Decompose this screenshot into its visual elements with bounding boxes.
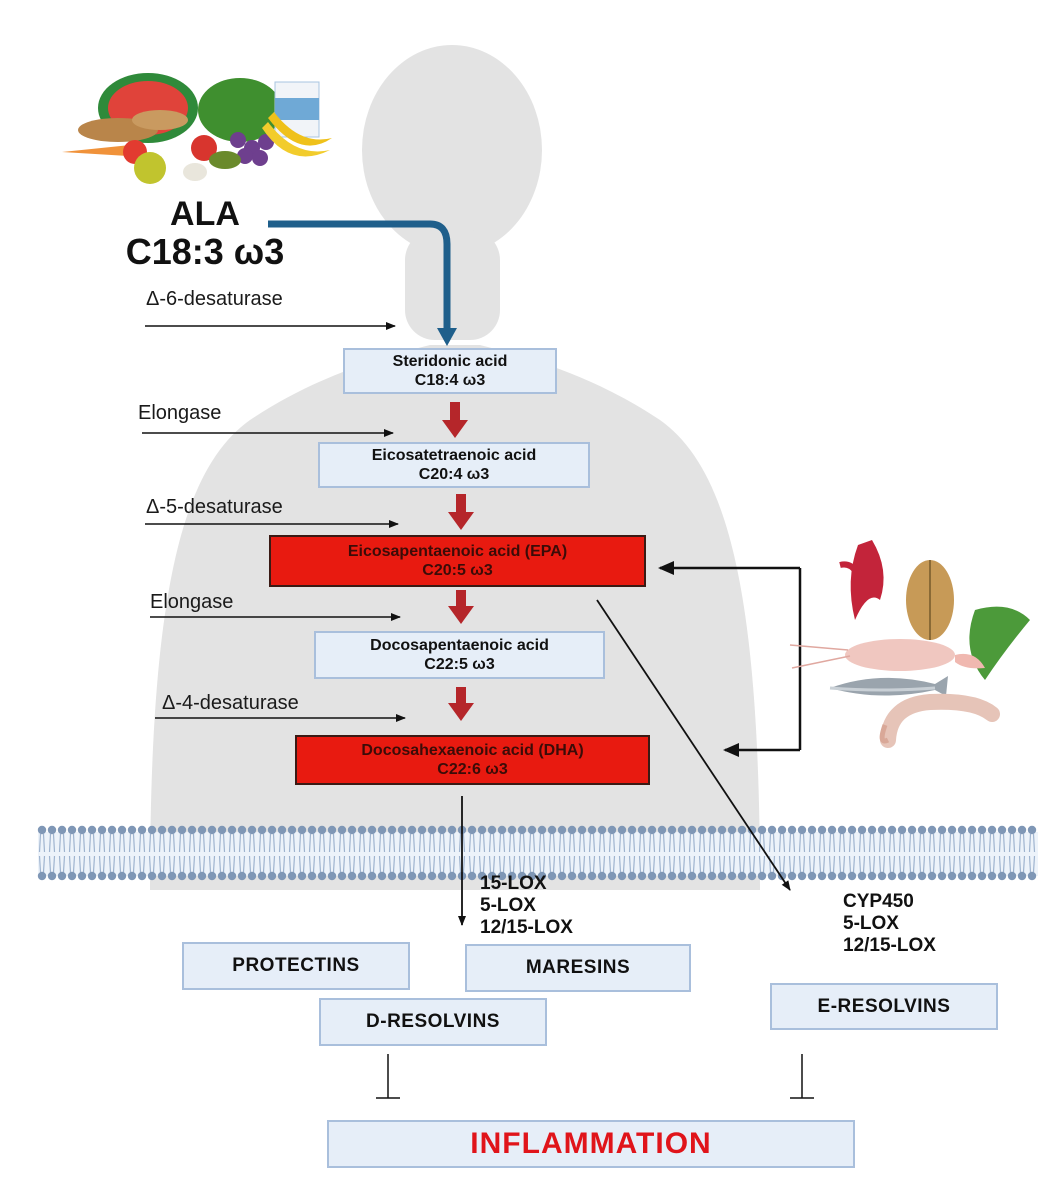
box-epa-formula: C20:5 ω3: [422, 562, 493, 579]
box-steridonic-formula: C18:4 ω3: [414, 372, 486, 389]
enzyme-label-d5: Δ-5-desaturase: [146, 496, 283, 518]
box-protectins: PROTECTINS: [182, 942, 410, 990]
e-resolvins-label: E-RESOLVINS: [817, 995, 951, 1017]
food-cluster-icon: [62, 73, 332, 184]
step-arrows: [442, 402, 474, 721]
epa-enzyme-list: CYP450 5-LOX 12/15-LOX: [843, 891, 936, 957]
box-inflammation: INFLAMMATION: [327, 1120, 855, 1168]
box-eicosatetraenoic-acid: Eicosatetraenoic acid C20:4 ω3: [318, 442, 590, 488]
maresins-label: MARESINS: [525, 957, 631, 978]
box-docosapentaenoic-name: Docosapentaenoic acid: [370, 637, 549, 654]
box-dha-formula: C22:6 ω3: [437, 761, 508, 778]
epa-diagonal-arrow: [596, 599, 791, 891]
box-eicosatetraenoic-name: Eicosatetraenoic acid: [371, 447, 537, 464]
dha-enzyme-2: 5-LOX: [480, 895, 536, 916]
enzyme-label-d4: Δ-4-desaturase: [162, 692, 299, 714]
seafood-cluster-icon: [789, 540, 1030, 748]
epa-enzyme-2: 5-LOX: [843, 913, 899, 934]
dha-enzyme-3: 12/15-LOX: [480, 917, 573, 938]
box-docosapentaenoic-acid: Docosapentaenoic acid C22:5 ω3: [314, 631, 605, 679]
box-docosapentaenoic-formula: C22:5 ω3: [424, 656, 495, 673]
protectins-label: PROTECTINS: [232, 955, 360, 976]
box-eicosatetraenoic-formula: C20:4 ω3: [418, 466, 490, 483]
enzyme-label-elongase-2: Elongase: [150, 591, 234, 613]
inflammation-label: INFLAMMATION: [470, 1127, 712, 1160]
seafood-bracket: [658, 561, 802, 757]
cell-membrane-icon: [37, 825, 1038, 881]
d-resolvins-label: D-RESOLVINS: [366, 1011, 500, 1032]
box-e-resolvins: E-RESOLVINS: [770, 983, 998, 1030]
ala-label: ALA C18:3 ω3: [95, 195, 315, 271]
box-d-resolvins: D-RESOLVINS: [319, 998, 547, 1046]
box-epa-name: Eicosapentaenoic acid (EPA): [347, 543, 568, 560]
box-steridonic-name: Steridonic acid: [392, 353, 508, 370]
enzyme-label-d6: Δ-6-desaturase: [146, 288, 283, 310]
dha-enzyme-list: 15-LOX 5-LOX 12/15-LOX: [480, 873, 573, 939]
ala-name: ALA: [170, 195, 240, 233]
box-steridonic-acid: Steridonic acid C18:4 ω3: [343, 348, 557, 394]
intake-arrow: [268, 220, 451, 330]
box-maresins: MARESINS: [465, 944, 691, 992]
epa-enzyme-3: 12/15-LOX: [843, 935, 936, 956]
inhibition-bars: [376, 1054, 814, 1099]
box-dha: Docosahexaenoic acid (DHA) C22:6 ω3: [295, 735, 650, 785]
box-epa: Eicosapentaenoic acid (EPA) C20:5 ω3: [269, 535, 646, 587]
epa-enzyme-1: CYP450: [843, 891, 914, 912]
enzyme-label-elongase-1: Elongase: [138, 402, 222, 424]
dha-enzyme-1: 15-LOX: [480, 873, 547, 894]
box-dha-name: Docosahexaenoic acid (DHA): [361, 742, 584, 759]
enzyme-arrows: [142, 322, 406, 722]
ala-formula: C18:3 ω3: [125, 231, 285, 272]
